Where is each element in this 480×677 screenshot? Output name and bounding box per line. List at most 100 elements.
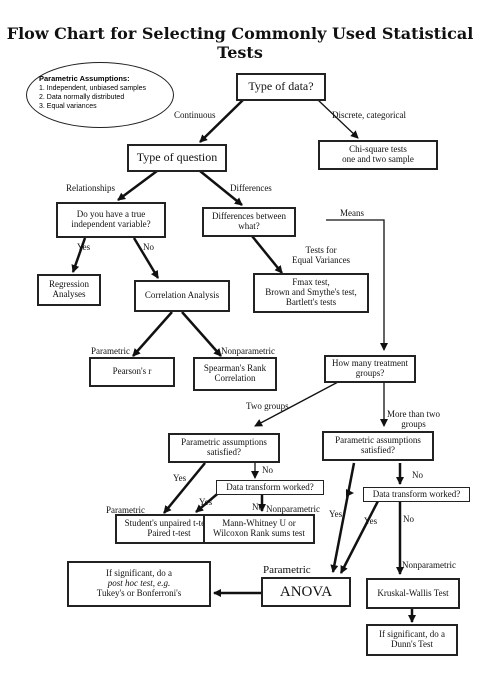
node-dunn-line: Dunn's Test [390,639,434,649]
node-post-hoc-line: post hoc test, e.g. [107,578,171,589]
arrow-correlation-to-spearman [181,311,222,357]
node-type-of-data: Type of data? [236,73,326,101]
node-spearman-line: Spearman's Rank [203,363,267,374]
node-mann-whitney-line: Wilcoxon Rank sums test [213,528,305,538]
label-continuous: Continuous [174,110,216,120]
node-differences-between-line: Differences between [211,211,287,222]
label-relationships: Relationships [66,183,115,193]
label-yes-left: Yes [173,473,187,483]
node-type-of-question-text: Type of question [136,150,218,165]
node-true-independent-line: independent variable? [71,219,151,229]
assumptions-heading: Parametric Assumptions: [39,74,130,83]
label-more-than-two: More than two groups [387,409,440,430]
node-unpaired-line: Student's unpaired t-test, [124,518,214,529]
chart-title: Flow Chart for Selecting Commonly Used S… [6,24,474,62]
node-post-hoc-line: If significant, do a [106,568,172,579]
label-no-independent: No [143,242,154,252]
node-param-assump-left-line: satisfied? [207,447,241,457]
node-post-hoc-line: Tukey's or Bonferroni's [96,587,182,598]
node-transform-left: Data transform worked? [216,480,324,495]
assumption-item: 1. Independent, unbiased samples [39,85,147,92]
node-correlation-text: Correlation Analysis [144,290,220,301]
node-dunn-line: If significant, do a [379,629,445,640]
node-true-independent-line: Do you have a true [76,209,146,220]
node-kruskal-text: Kruskal-Wallis Test [377,587,449,598]
node-treatment-groups-line: How many treatment [332,358,408,369]
label-discrete: Discrete, categorical [332,110,406,120]
label-no-right-2: No [403,514,414,524]
node-fmax-line: Fmax test, [292,277,330,288]
node-treatment-groups-line: groups? [355,368,385,378]
node-transform-right: Data transform worked? [363,487,470,502]
label-yes-right: Yes [329,509,343,519]
node-param-assump-right: Parametric assumptions satisfied? [322,431,434,461]
arrow-correlation-to-pearson [132,311,173,357]
node-chi-square-line: Chi-square tests [349,144,407,155]
label-two-groups: Two groups [246,401,289,411]
node-transform-right-text: Data transform worked? [372,488,461,499]
node-chi-square: Chi-square tests one and two sample [318,140,438,170]
node-correlation: Correlation Analysis [134,280,230,312]
label-no-left-2: No [252,502,263,512]
node-fmax-line: Bartlett's tests [285,296,337,307]
label-no-right: No [412,470,423,480]
arrow-independent-to-correlation [132,237,160,279]
arrow-independent-to-regression [71,237,87,273]
node-spearman-line: Correlation [214,373,256,383]
label-nonparametric-kruskal: Nonparametric [402,560,456,570]
arrow-transform-yes-to-anova [339,500,380,574]
label-parametric-left: Parametric [106,505,145,515]
label-more-than-two-line: groups [401,418,426,429]
label-yes-independent: Yes [77,242,91,252]
node-kruskal-wallis: Kruskal-Wallis Test [366,578,460,609]
assumption-item: 2. Data normally distributed [39,94,125,101]
node-treatment-groups: How many treatment groups? [324,355,416,383]
node-mann-whitney-line: Mann-Whitney U or [222,518,296,529]
node-differences-between: Differences between what? [202,207,296,237]
node-mann-whitney: Mann-Whitney U or Wilcoxon Rank sums tes… [203,514,315,544]
label-differences: Differences [230,183,272,193]
node-pearson: Pearson's r [89,357,175,387]
node-dunn: If significant, do a Dunn's Test [366,624,458,656]
node-anova-text: ANOVA [279,583,333,600]
label-no-left: No [262,465,273,475]
arrow-differences-to-fmax [251,235,283,274]
node-post-hoc: If significant, do a post hoc test, e.g.… [67,561,211,607]
node-pearson-text: Pearson's r [112,366,152,377]
label-parametric-anova: Parametric [263,564,311,576]
assumption-item: 3. Equal variances [39,103,97,110]
node-regression: Regression Analyses [37,274,101,306]
node-fmax: Fmax test, Brown and Smythe's test, Bart… [253,273,369,313]
arrow-question-to-independent [117,169,158,202]
node-true-independent: Do you have a true independent variable? [56,202,166,238]
node-transform-left-text: Data transform worked? [226,481,314,492]
node-spearman: Spearman's Rank Correlation [193,357,277,391]
node-differences-between-line: what? [238,221,260,231]
node-type-of-data-text: Type of data? [248,79,314,94]
node-param-assump-left-line: Parametric assumptions [181,437,267,448]
node-fmax-line: Brown and Smythe's test, [265,287,357,298]
arrow-data-to-question [199,99,244,143]
label-parametric-correlation: Parametric [91,346,130,356]
arrow-differences-to-treatment [326,219,388,351]
node-regression-line: Analyses [52,289,86,299]
node-regression-line: Regression [49,279,89,290]
node-param-assump-right-line: Parametric assumptions [335,435,421,446]
node-chi-square-line: one and two sample [342,154,414,164]
arrow-treatment-to-left [254,381,339,427]
node-anova: ANOVA [261,577,351,607]
label-yes-right-2: Yes [364,516,378,526]
label-means: Means [340,208,364,218]
arrow-data-to-chi [317,99,359,139]
node-param-assump-right-line: satisfied? [361,445,395,455]
label-tests-for-line: Tests for [305,245,337,255]
arrow-left-yes-to-unpaired [163,462,206,514]
node-type-of-question: Type of question [127,144,227,172]
label-tests-for-line: Equal Variances [292,254,351,265]
label-nonparametric-correlation: Nonparametric [221,346,275,356]
label-more-than-two-line: More than two [387,409,440,419]
arrow-right-yes-to-anova [330,462,356,573]
arrow-question-to-differences [199,170,243,206]
node-unpaired-line: Paired t-test [147,528,191,538]
